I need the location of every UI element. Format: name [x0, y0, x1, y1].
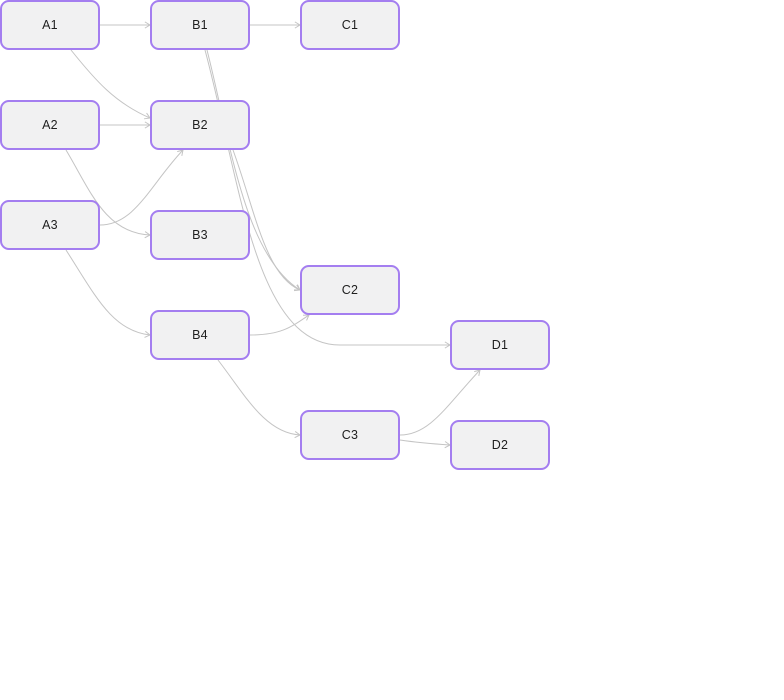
node-b4[interactable]: B4: [150, 310, 250, 360]
node-a3[interactable]: A3: [0, 200, 100, 250]
node-b4-label: B4: [192, 328, 208, 342]
node-c2[interactable]: C2: [300, 265, 400, 315]
arrowhead: [177, 149, 184, 156]
edge-a1-to-b1: [100, 21, 151, 29]
edge-b4-to-c3: [217, 359, 301, 439]
node-c2-label: C2: [341, 283, 359, 297]
node-c3[interactable]: C3: [300, 410, 400, 460]
node-a3-label: A3: [42, 218, 58, 232]
edge-b1-to-c1: [250, 21, 301, 29]
edge-a3-to-b2: [99, 149, 184, 226]
node-b1[interactable]: B1: [150, 0, 250, 50]
edge-a3-to-b4: [65, 249, 151, 338]
node-c1-label: C1: [341, 18, 359, 32]
node-b1-label: B1: [192, 18, 208, 32]
arrowhead: [474, 369, 481, 376]
node-a1[interactable]: A1: [0, 0, 100, 50]
edge-c3-to-d1: [399, 369, 481, 436]
node-d1-label: D1: [491, 338, 509, 352]
node-d1[interactable]: D1: [450, 320, 550, 370]
node-b3-label: B3: [192, 228, 208, 242]
edge-a2-to-b2: [100, 121, 151, 129]
node-d2[interactable]: D2: [450, 420, 550, 470]
node-b2-label: B2: [192, 118, 208, 132]
node-a1-label: A1: [42, 18, 58, 32]
node-b2[interactable]: B2: [150, 100, 250, 150]
arrowhead: [302, 314, 310, 321]
node-c1[interactable]: C1: [300, 0, 400, 50]
edge-c3-to-d2: [399, 439, 451, 449]
node-b3[interactable]: B3: [150, 210, 250, 260]
node-a2[interactable]: A2: [0, 100, 100, 150]
node-d2-label: D2: [491, 438, 509, 452]
edge-b4-to-c2: [249, 314, 310, 336]
node-a2-label: A2: [42, 118, 58, 132]
node-c3-label: C3: [341, 428, 359, 442]
